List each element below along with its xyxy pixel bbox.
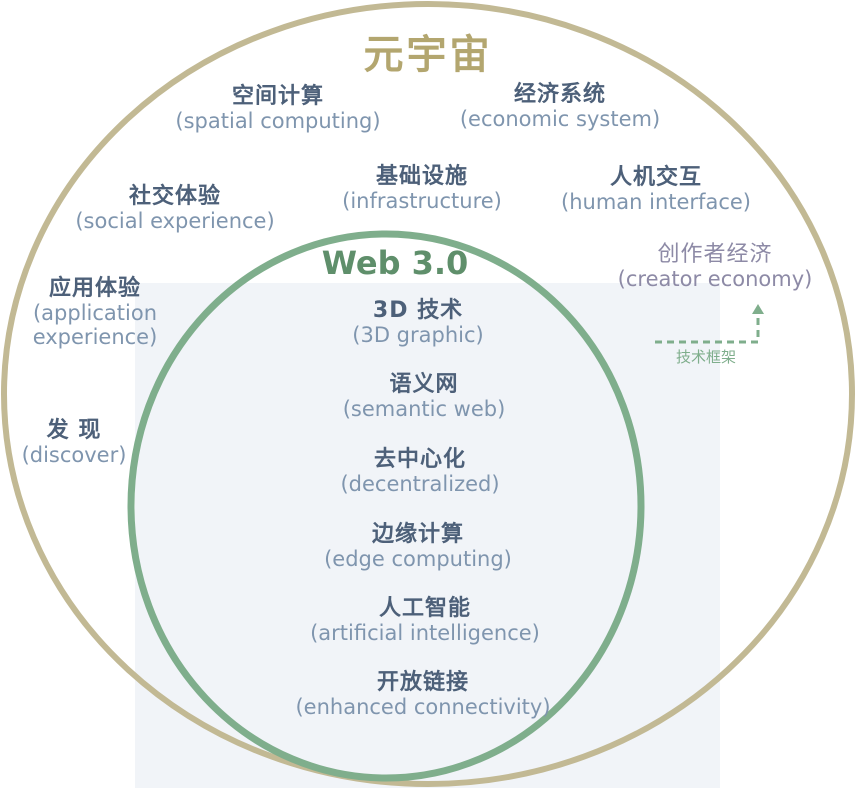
label-en: (discover) [21,443,127,468]
label-en: (semantic web) [342,397,506,422]
tech-framework-label: 技术框架 [676,348,737,366]
item-human-interface: 人机交互 (human interface) [561,165,751,214]
item-social-experience: 社交体验 (social experience) [75,184,274,233]
label-zh: 发 现 [46,418,102,443]
item-3d-graphic: 3D 技术 (3D graphic) [352,298,483,347]
item-spatial-computing: 空间计算 (spatial computing) [175,84,380,133]
label-en: (spatial computing) [175,109,381,134]
label-zh: 应用体验 [48,276,141,301]
label-en: (human interface) [561,190,751,215]
item-decentralized: 去中心化 (decentralized) [340,447,499,496]
item-infrastructure: 基础设施 (infrastructure) [342,164,502,213]
label-zh: 空间计算 [231,84,325,109]
label-zh: 人工智能 [378,596,471,621]
label-zh: 创作者经济 [657,242,773,267]
label-en: (artificial intelligence) [310,621,540,646]
label-zh: 基础设施 [375,164,469,189]
label-zh: 人机交互 [609,165,703,190]
item-edge-computing: 边缘计算 (edge computing) [324,522,512,571]
label-en: (enhanced connectivity) [295,695,551,720]
label-zh: 去中心化 [373,447,466,472]
item-discover: 发 现 (discover) [22,418,127,467]
label-zh: 开放链接 [376,670,470,695]
label-en: (application experience) [32,301,158,350]
background-panel [135,283,720,788]
label-en: (social experience) [75,209,275,234]
label-en: (3D graphic) [352,323,484,348]
label-zh: 社交体验 [128,184,222,209]
web3-title: Web 3.0 [321,244,469,282]
item-economic-system: 经济系统 (economic system) [460,82,660,131]
label-zh: 边缘计算 [371,522,465,547]
label-en: (infrastructure) [342,189,502,214]
item-semantic-web: 语义网 (semantic web) [343,372,506,421]
item-application-experience: 应用体验 (application experience) [20,276,170,350]
item-artificial-intelligence: 人工智能 (artificial intelligence) [310,596,540,645]
tech-framework-arrow [655,312,760,344]
item-creator-economy: 创作者经济 (creator economy) [618,242,813,291]
metaverse-title: 元宇宙 [363,32,493,78]
label-en: (edge computing) [324,547,512,572]
label-en: (creator economy) [617,267,813,292]
item-enhanced-connectivity: 开放链接 (enhanced connectivity) [295,670,550,719]
label-zh: 3D 技术 [372,298,464,323]
label-en: (economic system) [459,107,661,132]
label-en: (decentralized) [340,472,500,497]
arrow-head-icon [752,304,764,314]
label-zh: 语义网 [389,372,459,397]
web3-circle [127,230,645,782]
label-zh: 经济系统 [513,82,607,107]
